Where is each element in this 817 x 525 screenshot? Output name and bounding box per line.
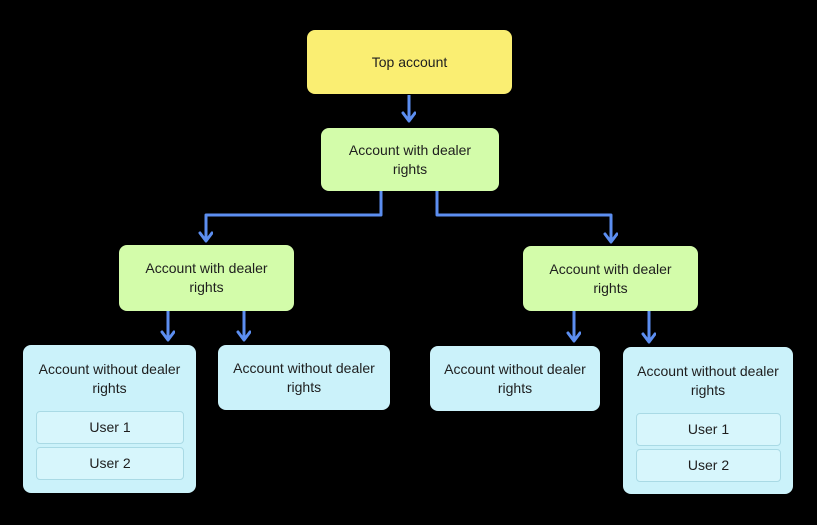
user-row: User 1: [636, 413, 781, 446]
user-list: User 1 User 2: [36, 411, 184, 480]
connector-mid-to-right: [435, 191, 611, 242]
node-account-without-dealer-rights-4: Account without dealer rights User 1 Use…: [623, 347, 793, 494]
node-account-with-dealer-rights-left: Account with dealer rights: [119, 245, 294, 311]
user-row: User 2: [636, 449, 781, 482]
node-account-without-dealer-rights-2: Account without dealer rights: [218, 345, 390, 410]
node-label: Top account: [371, 53, 448, 70]
node-account-with-dealer-rights-center: Account with dealer rights: [321, 128, 499, 191]
node-top-account: Top account: [307, 30, 512, 94]
user-list: User 1 User 2: [636, 413, 781, 482]
node-label: Account with dealer rights: [348, 141, 472, 177]
node-account-without-dealer-rights-1: Account without dealer rights User 1 Use…: [23, 345, 196, 493]
node-label: Account without dealer rights: [444, 360, 586, 396]
node-label: Account with dealer rights: [549, 260, 672, 296]
node-label: Account with dealer rights: [145, 260, 268, 295]
node-account-with-dealer-rights-right: Account with dealer rights: [523, 246, 698, 311]
node-label: Account without dealer rights: [637, 363, 779, 398]
connector-mid-to-left: [206, 191, 383, 241]
user-row: User 1: [36, 411, 184, 444]
node-label: Account without dealer rights: [38, 361, 181, 396]
user-row: User 2: [36, 447, 184, 480]
node-account-without-dealer-rights-3: Account without dealer rights: [430, 346, 600, 411]
node-label: Account without dealer rights: [233, 359, 375, 395]
